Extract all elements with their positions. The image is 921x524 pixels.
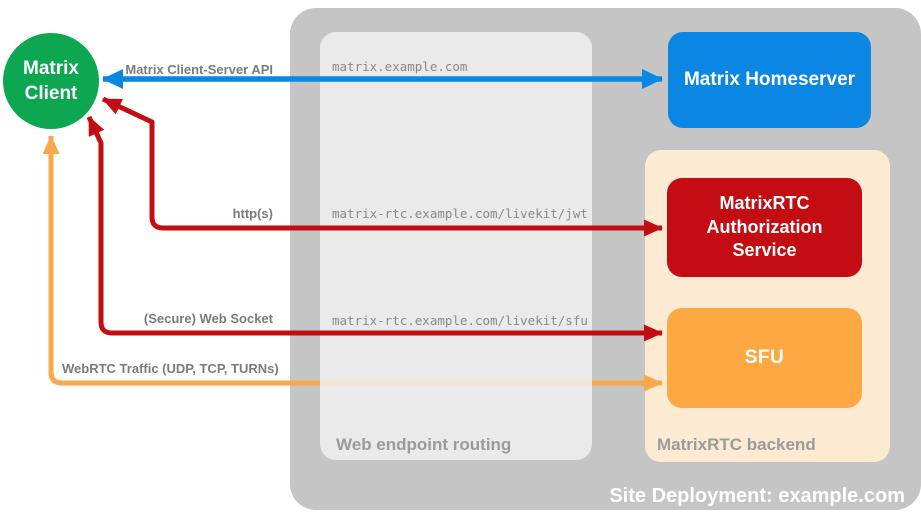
sfu-label: SFU <box>744 347 785 368</box>
sfu-node: SFU <box>667 308 862 408</box>
client-server-api-arrow-label: Matrix Client-Server API <box>125 62 273 77</box>
web-endpoint-routing-caption: Web endpoint routing <box>336 435 512 454</box>
websocket-arrow-label: (Secure) Web Socket <box>143 311 273 326</box>
webrtc-arrow-client-segment <box>42 135 319 386</box>
matrix-client-node: Matrix Client <box>3 33 99 129</box>
endpoint-livekit-sfu: matrix-rtc.example.com/livekit/sfu <box>332 313 588 328</box>
https-arrow-label: http(s) <box>232 206 273 221</box>
site-deployment-caption: Site Deployment: example.com <box>609 485 905 507</box>
endpoint-matrix: matrix.example.com <box>332 59 468 74</box>
matrixrtc-backend-caption: MatrixRTC backend <box>657 435 816 454</box>
matrixrtc-auth-service-label: MatrixRTC Authorization Service <box>706 193 823 261</box>
matrix-client-label: Matrix Client <box>23 57 79 104</box>
matrix-homeserver-label: Matrix Homeserver <box>683 69 856 90</box>
matrix-homeserver-node: Matrix Homeserver <box>668 32 871 128</box>
web-endpoint-routing-panel <box>320 32 592 460</box>
webrtc-arrow-label: WebRTC Traffic (UDP, TCP, TURNs) <box>62 361 279 376</box>
endpoint-livekit-jwt: matrix-rtc.example.com/livekit/jwt <box>332 206 588 221</box>
matrixrtc-auth-service-node: MatrixRTC Authorization Service <box>667 178 862 277</box>
